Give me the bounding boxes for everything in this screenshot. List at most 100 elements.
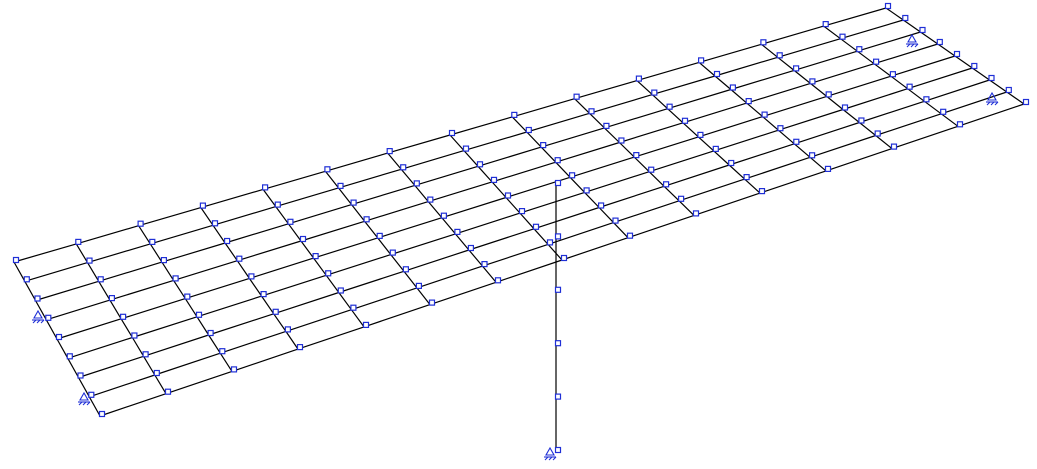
transverse-member[interactable]	[730, 89, 748, 104]
longitudinal-member[interactable]	[416, 265, 483, 289]
longitudinal-member[interactable]	[682, 102, 747, 124]
transverse-member[interactable]	[505, 197, 521, 214]
transverse-member[interactable]	[526, 131, 542, 148]
deck-node[interactable]	[884, 2, 892, 10]
deck-node[interactable]	[77, 372, 84, 379]
longitudinal-member[interactable]	[325, 152, 388, 172]
transverse-member[interactable]	[67, 358, 80, 378]
deck-node[interactable]	[603, 122, 610, 130]
longitudinal-member[interactable]	[249, 257, 314, 279]
transverse-member[interactable]	[667, 108, 684, 124]
support-icon-deck-left[interactable]	[32, 309, 45, 324]
deck-node[interactable]	[635, 75, 643, 82]
deck-node[interactable]	[230, 366, 238, 373]
longitudinal-member[interactable]	[823, 7, 887, 27]
longitudinal-member[interactable]	[713, 129, 779, 152]
longitudinal-member[interactable]	[338, 168, 402, 189]
transverse-member[interactable]	[533, 228, 549, 245]
transverse-member[interactable]	[937, 43, 956, 57]
longitudinal-member[interactable]	[759, 170, 827, 194]
transverse-member[interactable]	[138, 225, 151, 245]
deck-node[interactable]	[1005, 86, 1012, 94]
deck-node[interactable]	[568, 172, 576, 179]
deck-node[interactable]	[681, 117, 689, 124]
deck-node[interactable]	[454, 228, 461, 235]
deck-node[interactable]	[532, 223, 540, 230]
deck-node[interactable]	[839, 33, 846, 40]
transverse-member[interactable]	[569, 176, 586, 193]
longitudinal-member[interactable]	[555, 141, 620, 163]
transverse-member[interactable]	[714, 75, 732, 90]
deck-node[interactable]	[825, 91, 832, 98]
deck-node[interactable]	[402, 266, 409, 273]
transverse-member[interactable]	[842, 109, 860, 123]
transverse-member[interactable]	[13, 261, 26, 282]
transverse-member[interactable]	[248, 278, 263, 297]
transverse-member[interactable]	[875, 135, 893, 150]
transverse-member[interactable]	[744, 178, 761, 194]
deck-node[interactable]	[792, 65, 800, 72]
deck-node[interactable]	[149, 238, 156, 245]
deck-node[interactable]	[511, 111, 518, 119]
deck-node[interactable]	[729, 84, 737, 91]
deck-node[interactable]	[597, 202, 605, 209]
longitudinal-member[interactable]	[150, 224, 214, 245]
deck-node[interactable]	[923, 96, 930, 103]
deck-node[interactable]	[389, 249, 396, 256]
transverse-member[interactable]	[793, 143, 811, 158]
transverse-member[interactable]	[45, 319, 58, 340]
longitudinal-member[interactable]	[636, 61, 700, 82]
transverse-member[interactable]	[262, 189, 277, 207]
deck-node[interactable]	[666, 103, 673, 110]
transverse-member[interactable]	[377, 237, 392, 255]
transverse-member[interactable]	[75, 243, 89, 263]
longitudinal-member[interactable]	[519, 191, 585, 214]
longitudinal-member[interactable]	[541, 127, 605, 148]
transverse-member[interactable]	[364, 220, 379, 239]
deck-node[interactable]	[956, 121, 964, 128]
longitudinal-member[interactable]	[477, 146, 542, 167]
deck-node[interactable]	[760, 39, 767, 46]
transverse-member[interactable]	[589, 112, 605, 129]
longitudinal-member[interactable]	[13, 243, 77, 263]
deck-node[interactable]	[906, 83, 913, 90]
transverse-member[interactable]	[131, 337, 145, 357]
longitudinal-member[interactable]	[200, 188, 264, 209]
deck-node[interactable]	[776, 52, 783, 59]
transverse-member[interactable]	[77, 377, 90, 398]
deck-node[interactable]	[554, 157, 561, 164]
deck-node[interactable]	[236, 255, 243, 262]
longitudinal-member[interactable]	[907, 67, 973, 90]
longitudinal-member[interactable]	[729, 143, 795, 166]
longitudinal-member[interactable]	[449, 116, 513, 136]
transverse-member[interactable]	[547, 243, 563, 261]
deck-node[interactable]	[287, 218, 294, 225]
transverse-member[interactable]	[463, 150, 479, 167]
longitudinal-member[interactable]	[429, 281, 497, 306]
longitudinal-member[interactable]	[143, 334, 209, 357]
longitudinal-member[interactable]	[652, 75, 716, 96]
transverse-member[interactable]	[762, 116, 779, 131]
deck-node[interactable]	[745, 97, 752, 105]
deck-node[interactable]	[940, 108, 947, 115]
longitudinal-member[interactable]	[491, 161, 556, 183]
deck-node[interactable]	[260, 291, 267, 298]
deck-node[interactable]	[262, 184, 269, 191]
transverse-member[interactable]	[618, 142, 635, 158]
transverse-member[interactable]	[574, 98, 590, 114]
longitudinal-member[interactable]	[746, 82, 811, 104]
transverse-member[interactable]	[454, 233, 470, 251]
deck-node[interactable]	[274, 201, 281, 208]
deck-node[interactable]	[712, 145, 719, 152]
deck-node[interactable]	[86, 257, 93, 264]
deck-node[interactable]	[662, 181, 670, 188]
transverse-member[interactable]	[390, 254, 405, 272]
longitudinal-member[interactable]	[387, 134, 451, 154]
deck-node[interactable]	[858, 117, 865, 124]
transverse-member[interactable]	[161, 261, 175, 281]
transverse-member[interactable]	[212, 224, 226, 244]
transverse-member[interactable]	[300, 240, 315, 259]
transverse-member[interactable]	[1006, 91, 1025, 105]
longitudinal-member[interactable]	[89, 374, 155, 398]
longitudinal-member[interactable]	[441, 196, 507, 219]
